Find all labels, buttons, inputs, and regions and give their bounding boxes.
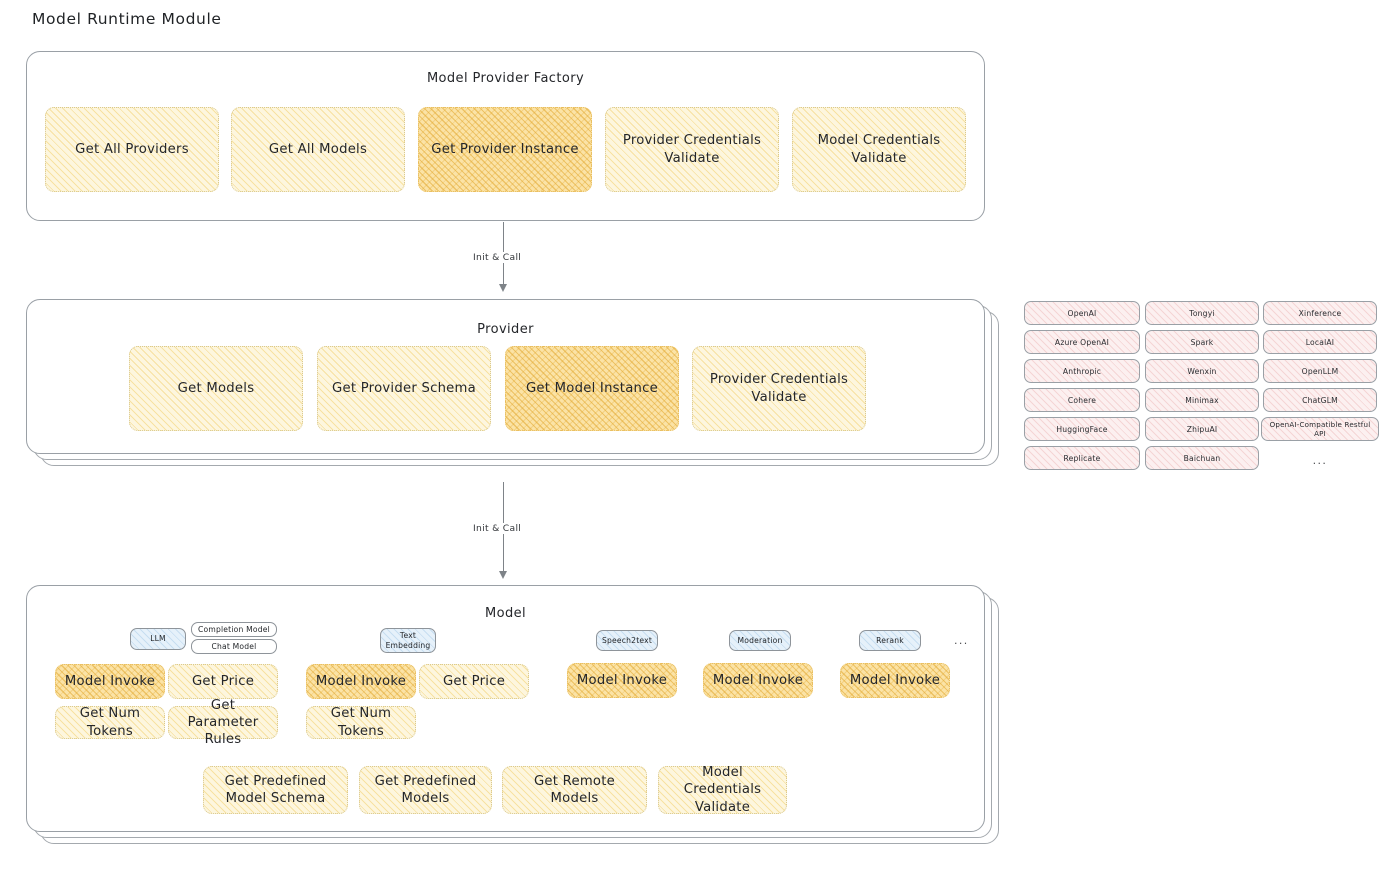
badge-llm-chat-model[interactable]: Chat Model bbox=[191, 639, 277, 654]
node-provider-credentials-validate[interactable]: Provider Credentials Validate bbox=[605, 107, 779, 192]
node-text-embedding-get-price[interactable]: Get Price bbox=[419, 664, 529, 699]
badge-rerank[interactable]: Rerank bbox=[859, 630, 921, 651]
node-get-predefined-model-schema[interactable]: Get Predefined Model Schema bbox=[203, 766, 348, 814]
provider-panel: Provider Get Models Get Provider Schema … bbox=[26, 299, 985, 454]
provider-pill-huggingface[interactable]: HuggingFace bbox=[1024, 417, 1140, 441]
provider-title: Provider bbox=[477, 322, 534, 337]
arrow-provider-to-model-label: Init & Call bbox=[470, 523, 525, 534]
node-llm-get-price[interactable]: Get Price bbox=[168, 664, 278, 699]
provider-pill-openllm[interactable]: OpenLLM bbox=[1263, 359, 1377, 383]
node-moderation-model-invoke[interactable]: Model Invoke bbox=[703, 663, 813, 698]
model-provider-factory-panel: Model Provider Factory Get All Providers… bbox=[26, 51, 985, 221]
node-text-embedding-get-num-tokens[interactable]: Get Num Tokens bbox=[306, 706, 416, 739]
node-llm-get-num-tokens[interactable]: Get Num Tokens bbox=[55, 706, 165, 739]
provider-pill-spark[interactable]: Spark bbox=[1145, 330, 1259, 354]
node-get-predefined-models[interactable]: Get Predefined Models bbox=[359, 766, 492, 814]
provider-pill-chatglm[interactable]: ChatGLM bbox=[1263, 388, 1377, 412]
provider-pill-replicate[interactable]: Replicate bbox=[1024, 446, 1140, 470]
node-text-embedding-model-invoke[interactable]: Model Invoke bbox=[306, 664, 416, 699]
model-panel: Model LLM Completion Model Chat Model Mo… bbox=[26, 585, 985, 832]
provider-pill-tongyi[interactable]: Tongyi bbox=[1145, 301, 1259, 325]
node-model-credentials-validate[interactable]: Model Credentials Validate bbox=[792, 107, 966, 192]
node-get-all-models[interactable]: Get All Models bbox=[231, 107, 405, 192]
provider-pill-anthropic[interactable]: Anthropic bbox=[1024, 359, 1140, 383]
node-get-remote-models[interactable]: Get Remote Models bbox=[502, 766, 647, 814]
node-get-models[interactable]: Get Models bbox=[129, 346, 303, 431]
provider-pill-openai-compatible-restful-api[interactable]: OpenAI-Compatible Restful API bbox=[1261, 417, 1379, 441]
provider-pill-minimax[interactable]: Minimax bbox=[1145, 388, 1259, 412]
model-provider-factory-title: Model Provider Factory bbox=[426, 71, 585, 86]
node-model-credentials-validate-2[interactable]: Model Credentials Validate bbox=[658, 765, 787, 815]
node-speech2text-model-invoke[interactable]: Model Invoke bbox=[567, 663, 677, 698]
provider-pill-baichuan[interactable]: Baichuan bbox=[1145, 446, 1259, 470]
badge-speech2text[interactable]: Speech2text bbox=[596, 630, 658, 651]
provider-pill-localai[interactable]: LocalAI bbox=[1263, 330, 1377, 354]
arrow-provider-to-model-head bbox=[499, 571, 507, 579]
provider-pill-wenxin[interactable]: Wenxin bbox=[1145, 359, 1259, 383]
node-llm-model-invoke[interactable]: Model Invoke bbox=[55, 664, 165, 699]
badge-moderation[interactable]: Moderation bbox=[729, 630, 791, 651]
node-provider-credentials-validate-2[interactable]: Provider Credentials Validate bbox=[692, 346, 866, 431]
node-get-model-instance[interactable]: Get Model Instance bbox=[505, 346, 679, 431]
badge-text-embedding[interactable]: Text Embedding bbox=[380, 628, 436, 653]
provider-pill-cohere[interactable]: Cohere bbox=[1024, 388, 1140, 412]
node-llm-get-parameter-rules[interactable]: Get Parameter Rules bbox=[168, 698, 278, 747]
provider-pill-azure-openai[interactable]: Azure OpenAI bbox=[1024, 330, 1140, 354]
model-title: Model bbox=[484, 606, 527, 621]
arrow-factory-to-provider-head bbox=[499, 284, 507, 292]
provider-pill-openai[interactable]: OpenAI bbox=[1024, 301, 1140, 325]
node-get-provider-instance[interactable]: Get Provider Instance bbox=[418, 107, 592, 192]
badge-llm[interactable]: LLM bbox=[130, 628, 186, 650]
model-groups-more-ellipsis: ... bbox=[954, 634, 969, 647]
page-title: Model Runtime Module bbox=[32, 10, 222, 28]
node-rerank-model-invoke[interactable]: Model Invoke bbox=[840, 663, 950, 698]
provider-pill-more-ellipsis: ... bbox=[1312, 453, 1328, 467]
badge-llm-completion-model[interactable]: Completion Model bbox=[191, 622, 277, 637]
arrow-factory-to-provider-label: Init & Call bbox=[470, 252, 525, 263]
provider-pill-xinference[interactable]: Xinference bbox=[1263, 301, 1377, 325]
node-get-all-providers[interactable]: Get All Providers bbox=[45, 107, 219, 192]
node-get-provider-schema[interactable]: Get Provider Schema bbox=[317, 346, 491, 431]
provider-pill-zhipuai[interactable]: ZhipuAI bbox=[1145, 417, 1259, 441]
